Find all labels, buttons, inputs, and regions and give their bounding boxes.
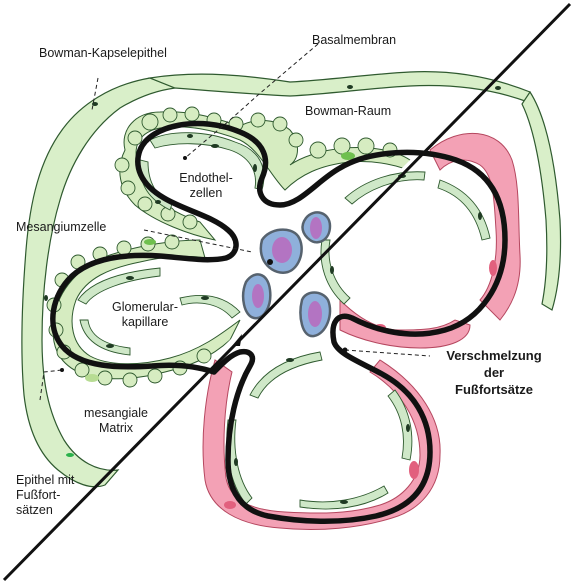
label-mesangial-cell: Mesangiumzelle — [16, 220, 106, 235]
label-mesangial-matrix-line1: mesangiale — [76, 406, 156, 421]
label-glomerular-capillary: Glomerular- kapillare — [100, 300, 190, 330]
label-epithelium-foot-line3: sätzen — [16, 503, 74, 518]
label-fusion-line2: der — [434, 364, 554, 381]
label-fusion-line1: Verschmelzung — [434, 347, 554, 364]
mesangial-cells — [243, 212, 330, 336]
label-epithelium-foot-line1: Epithel mit — [16, 473, 74, 488]
label-epithelium-foot-processes: Epithel mit Fußfort- sätzen — [16, 473, 74, 518]
bowman-capsule-epithelium-top — [150, 72, 530, 102]
label-glomerular-capillary-line2: kapillare — [100, 315, 190, 330]
label-bowman-space: Bowman-Raum — [305, 104, 391, 119]
label-basement-membrane: Basalmembran — [312, 33, 396, 48]
label-mesangial-matrix-line2: Matrix — [76, 421, 156, 436]
label-fusion-foot-processes: Verschmelzung der Fußfortsätze — [434, 347, 554, 398]
label-glomerular-capillary-line1: Glomerular- — [100, 300, 190, 315]
label-mesangial-matrix: mesangiale Matrix — [76, 406, 156, 436]
label-endothelial-cells-line2: zellen — [168, 186, 244, 201]
label-fusion-line3: Fußfortsätze — [434, 381, 554, 398]
label-epithelium-foot-line2: Fußfort- — [16, 488, 74, 503]
label-endothelial-cells-line1: Endothel- — [168, 171, 244, 186]
label-bowman-capsule-epithelium: Bowman-Kapselepithel — [39, 46, 167, 61]
label-endothelial-cells: Endothel- zellen — [168, 171, 244, 201]
bowman-capsule-epithelium-right — [522, 92, 561, 310]
